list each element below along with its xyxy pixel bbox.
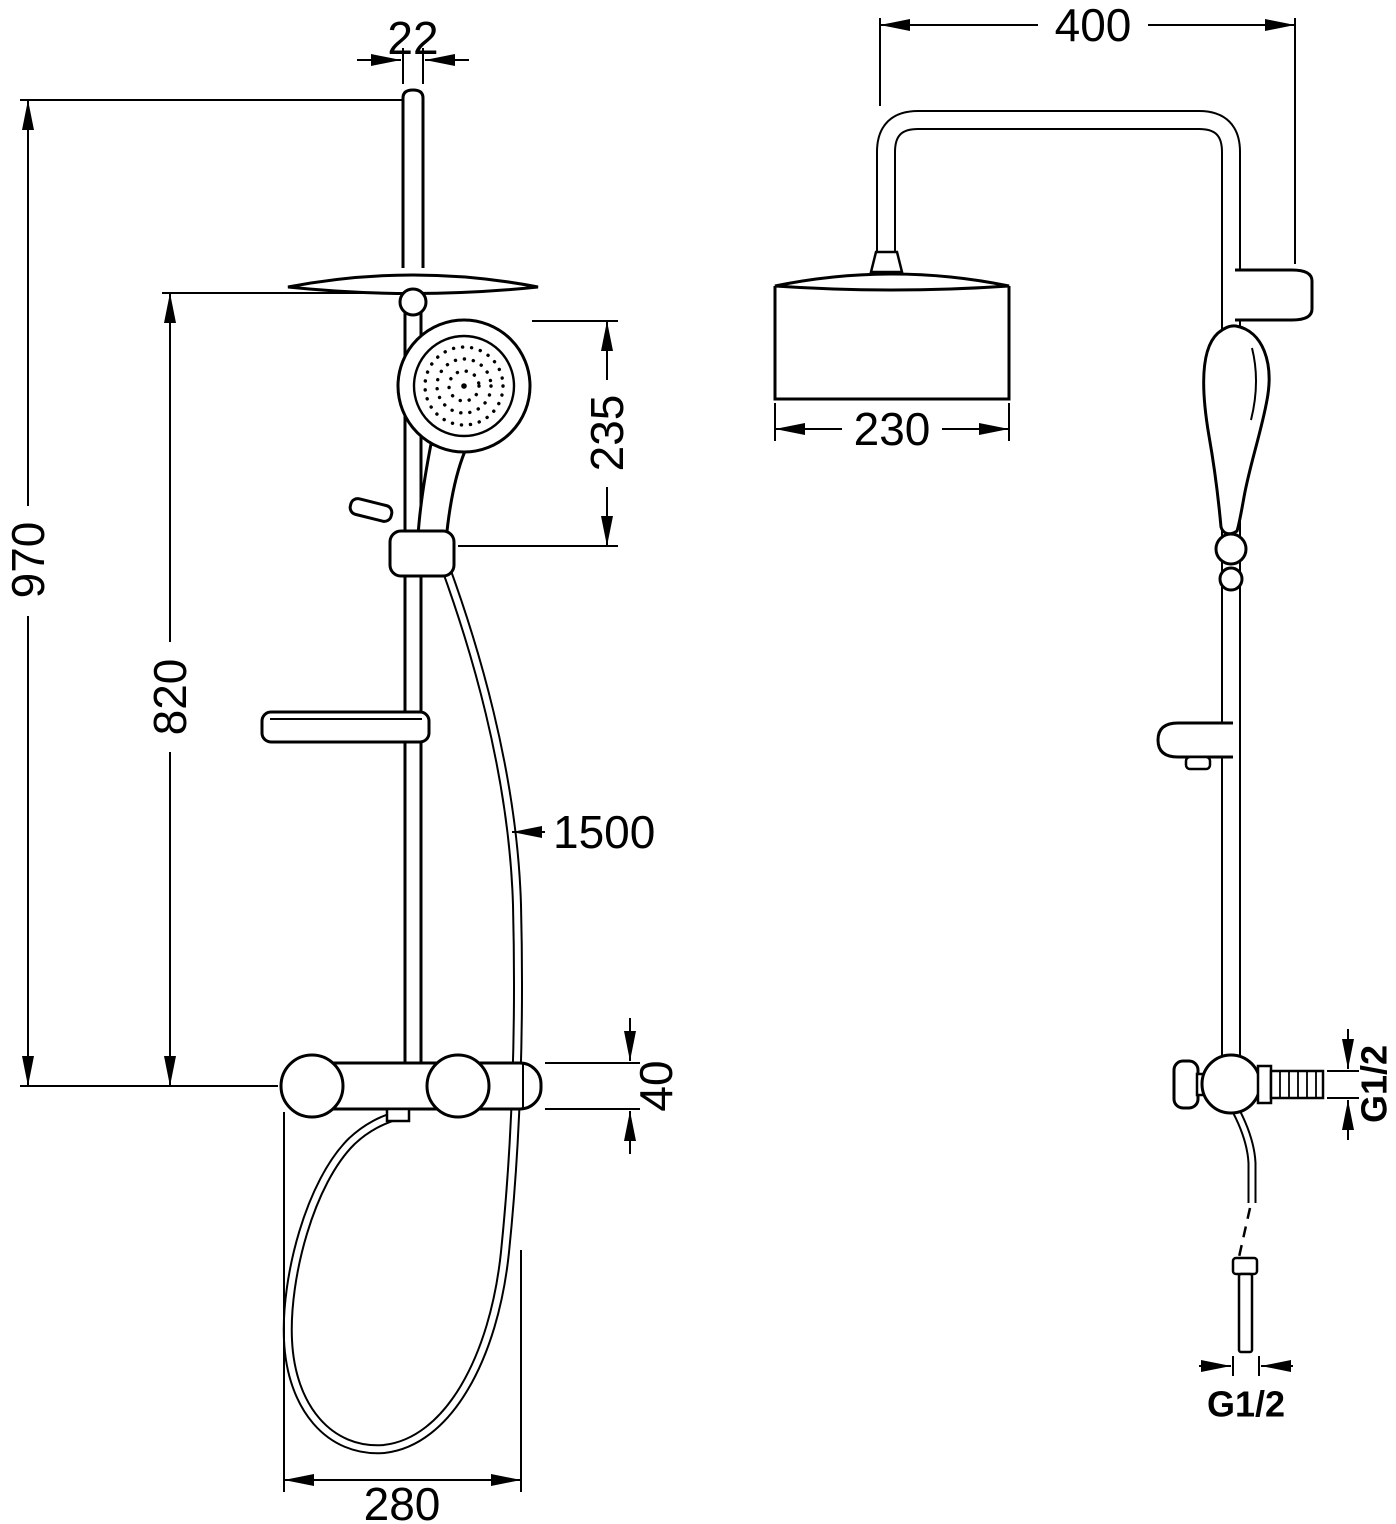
dimension-inlet-thread	[1327, 1029, 1359, 1140]
head-drum	[773, 286, 1011, 401]
valve-body	[1200, 1053, 1262, 1115]
hand-shower-holder	[388, 529, 456, 578]
label-hose-thread: G1/2	[1207, 1384, 1285, 1425]
top-pipe	[401, 88, 425, 268]
dimension-mixer-height	[545, 1018, 640, 1154]
dimension-hose-thread	[1199, 1356, 1293, 1376]
mixer-knob-left	[279, 1053, 345, 1119]
wall-bracket	[1235, 268, 1314, 322]
dimension-hose-loop-width	[283, 1112, 522, 1492]
dim-mixer-height: 40	[630, 1060, 682, 1111]
soap-dish	[260, 710, 431, 744]
mixer-knob-right	[425, 1053, 491, 1119]
dim-head-diameter: 230	[854, 403, 931, 455]
paddle-outline	[1202, 324, 1271, 536]
front-view	[260, 88, 543, 1455]
arm-inner	[878, 112, 1239, 1062]
dim-overall-height: 970	[2, 522, 54, 599]
head-nut	[869, 250, 904, 274]
dimension-pipe-width	[357, 48, 469, 84]
dim-pipe-width: 22	[387, 12, 438, 64]
hand-shower-side	[1202, 324, 1271, 536]
label-inlet-thread: G1/2	[1354, 1045, 1395, 1123]
dimension-arm-reach	[879, 18, 1296, 264]
mixer-valve-side	[1172, 1053, 1325, 1115]
soap-dish-body	[260, 710, 431, 744]
hose-fitting-tube	[1237, 1272, 1254, 1354]
dim-hose-loop-width: 280	[364, 1478, 441, 1524]
dim-hand-shower-length: 235	[581, 395, 633, 472]
thermostatic-mixer	[279, 1053, 543, 1123]
thread-hatching	[1279, 1071, 1317, 1098]
hose-nut	[385, 1107, 411, 1123]
shower-hose	[282, 564, 523, 1455]
hose-side	[1226, 1097, 1259, 1354]
dimension-head-diameter	[774, 403, 1010, 441]
hose-break-dashed	[1237, 1207, 1252, 1258]
holder-arm	[1156, 721, 1233, 759]
spray-nozzles	[423, 345, 505, 427]
hose-inner	[284, 564, 521, 1453]
side-dimensions	[774, 18, 1359, 1376]
slider-lock-lever	[348, 497, 394, 523]
holder-side	[1156, 721, 1233, 771]
dim-arm-reach: 400	[1055, 0, 1132, 51]
spray-center	[461, 383, 467, 389]
hose-fitting-cap	[1231, 1256, 1259, 1276]
swivel-joints	[1214, 532, 1248, 592]
side-view	[773, 110, 1325, 1354]
paddle-detail	[1250, 347, 1258, 421]
spray-face	[412, 334, 516, 438]
hand-shower-front	[396, 318, 532, 543]
ball-joint	[398, 287, 428, 317]
valve-knob-side	[1172, 1059, 1200, 1110]
shower-arm-side	[876, 110, 1241, 1062]
dimension-hand-shower-length	[458, 320, 618, 547]
front-dimensions	[20, 48, 640, 1492]
rain-head-side	[773, 250, 1011, 401]
dim-column-height: 820	[144, 659, 196, 736]
arm-outline	[876, 110, 1241, 1062]
dim-hose-length: 1500	[553, 806, 655, 858]
valve-flange	[1256, 1064, 1273, 1105]
hand-shower-handle	[416, 442, 468, 543]
dimension-overall-height	[20, 99, 402, 1087]
dimension-column-height	[162, 292, 398, 1086]
holder-tab	[1184, 755, 1212, 771]
head-disc-edge	[774, 272, 1010, 292]
